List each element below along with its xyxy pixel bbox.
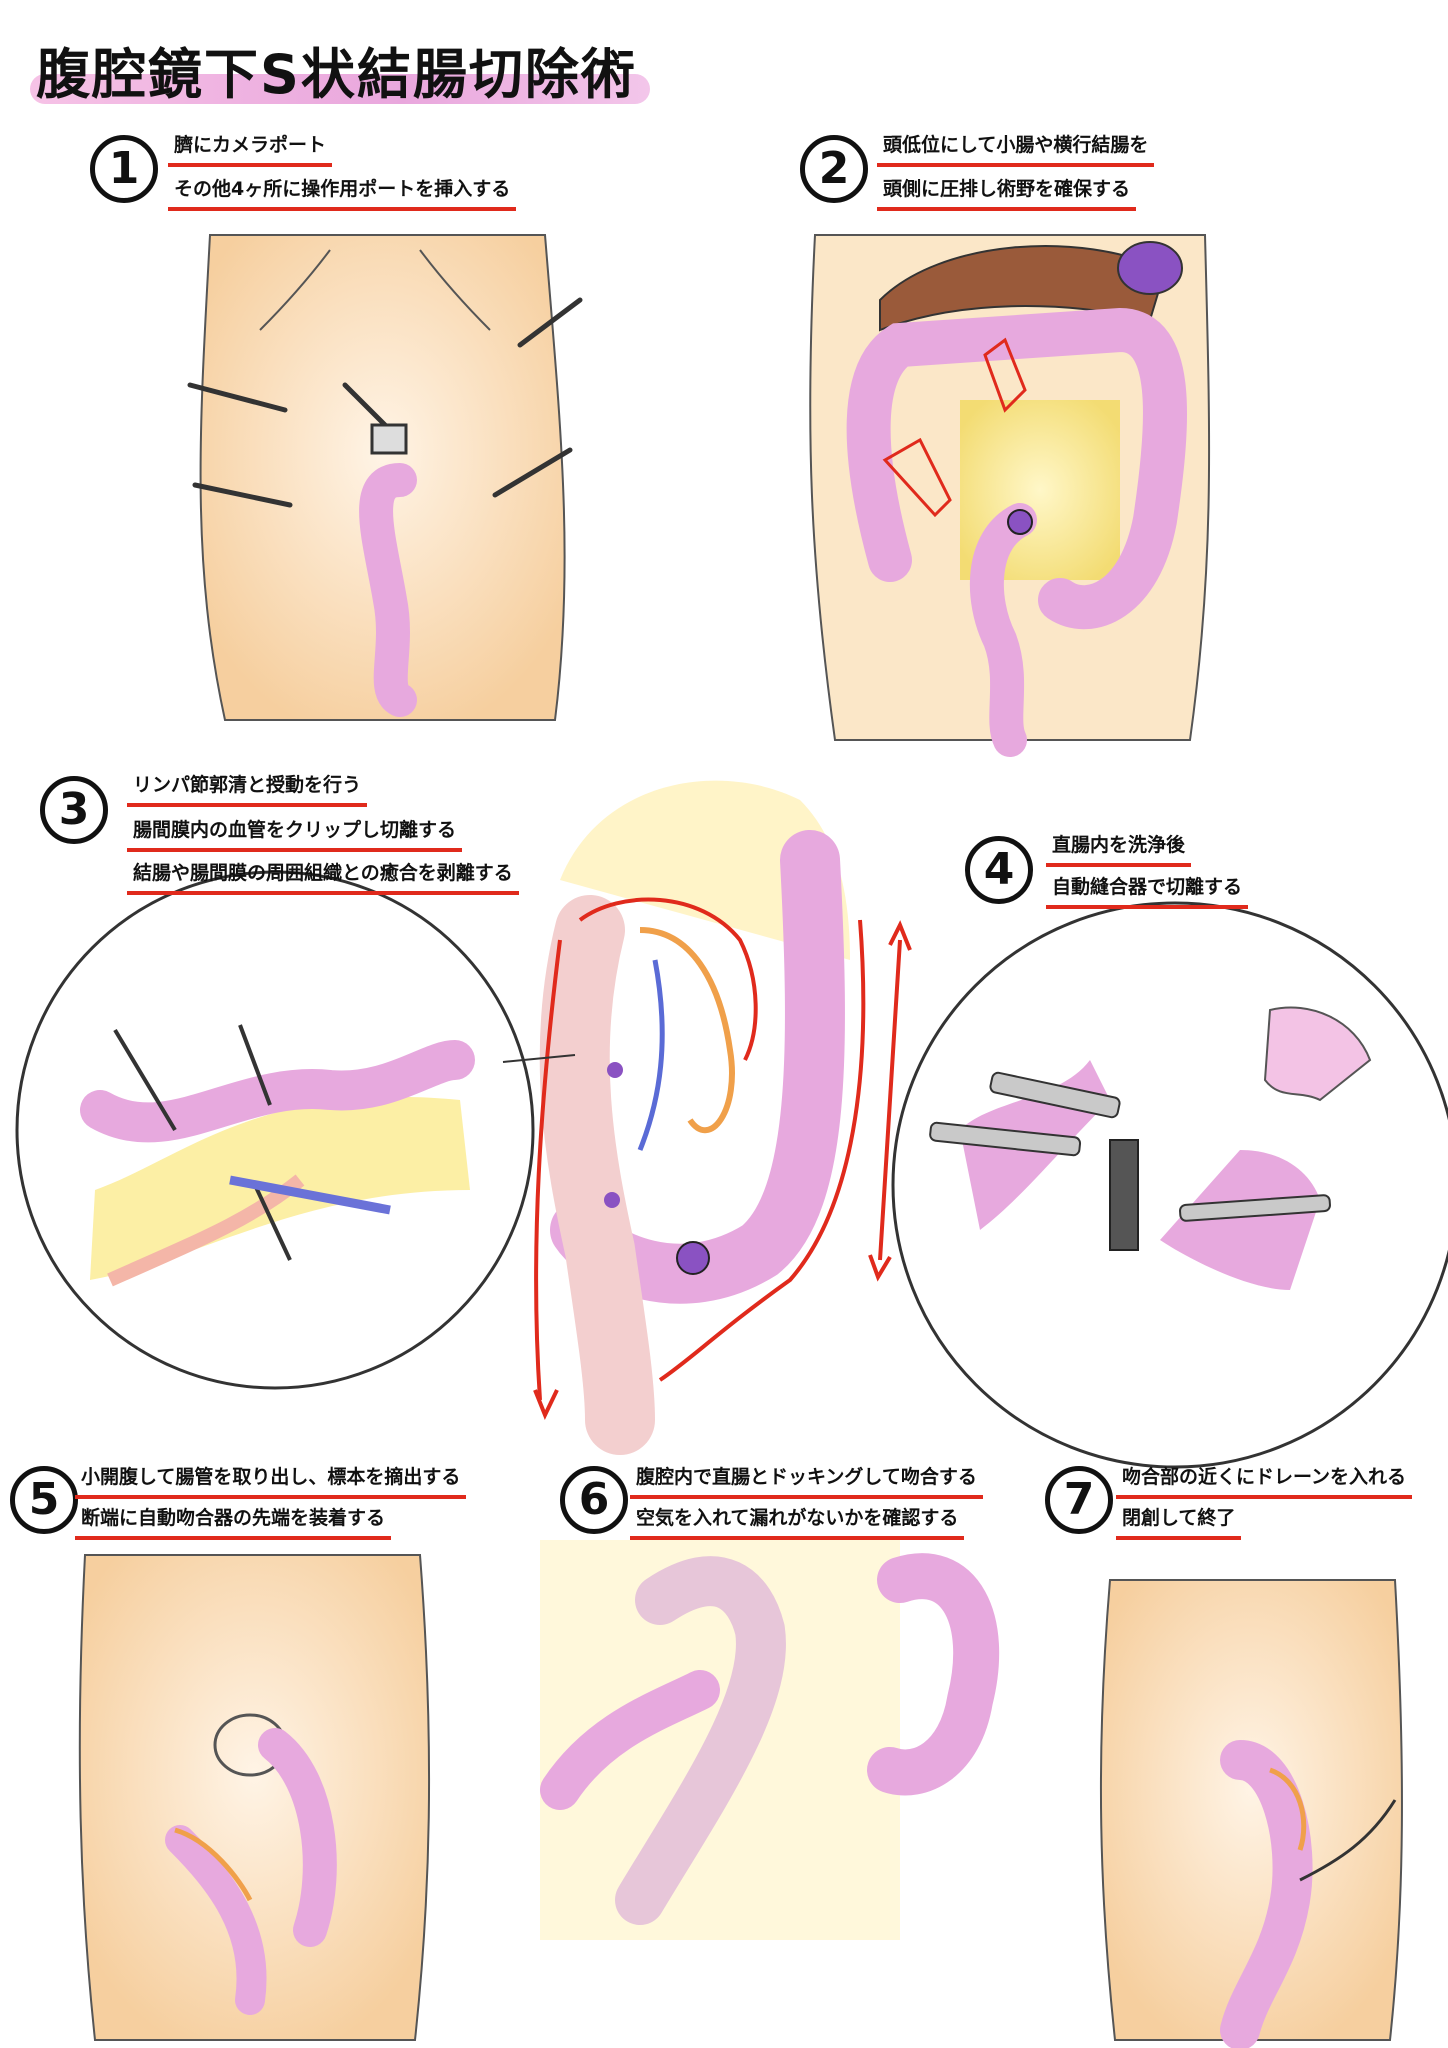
step-6-line-2: 空気を入れて漏れがないかを確認する — [630, 1503, 965, 1540]
step-4-line-2: 自動縫合器で切離する — [1046, 872, 1249, 909]
title-highlight — [30, 74, 650, 104]
mini-laparotomy-illustration — [78, 1554, 431, 2041]
step-7-line-2: 閉創して終了 — [1116, 1503, 1242, 1540]
step-2-line-1: 頭低位にして小腸や横行結腸を — [877, 130, 1155, 167]
drain-closure-illustration — [1099, 1579, 1403, 2048]
step-3-line-2: 腸間膜内の血管をクリップし切離する — [127, 815, 463, 852]
step-5-line-2: 断端に自動吻合器の先端を装着する — [75, 1503, 392, 1540]
step-3-line-1: リンパ節郭清と授動を行う — [127, 770, 368, 807]
step-5-line-1: 小開腹して腸管を取り出し、標本を摘出する — [75, 1462, 467, 1499]
step-1-line-2: その他4ヶ所に操作用ポートを挿入する — [168, 174, 517, 211]
step-1-line-1: 臍にカメラポート — [168, 130, 333, 167]
step-number-5: 5 — [10, 1466, 78, 1534]
step-2-line-2: 頭側に圧排し術野を確保する — [877, 174, 1137, 211]
title-block: 腹腔鏡下S状結腸切除術 — [30, 30, 650, 110]
abdomen-bowel-illustration — [809, 234, 1211, 757]
step-number-2: 2 — [800, 135, 868, 203]
anastomosis-illustration — [540, 1540, 1000, 1940]
torso-ports-illustration — [187, 234, 583, 721]
lymph-dissection-inset — [15, 870, 535, 1390]
step-number-4: 4 — [965, 836, 1033, 904]
step-number-3: 3 — [40, 776, 108, 844]
step-4-line-1: 直腸内を洗浄後 — [1046, 830, 1192, 867]
step-7-line-1: 吻合部の近くにドレーンを入れる — [1116, 1462, 1413, 1499]
step-6-line-1: 腹腔内で直腸とドッキングして吻合する — [630, 1462, 983, 1499]
step-number-1: 1 — [90, 135, 158, 203]
inset-pointer-line — [502, 1054, 576, 1063]
sigmoid-mobilization-illustration — [533, 780, 912, 1455]
page-title: 腹腔鏡下S状結腸切除術 — [36, 43, 637, 106]
step-number-6: 6 — [560, 1466, 628, 1534]
stapler-transection-inset — [891, 901, 1448, 1469]
step-3-line-3: 結腸や腸間膜の周囲組織との癒合を剥離する — [127, 858, 519, 895]
step-number-7: 7 — [1045, 1466, 1113, 1534]
